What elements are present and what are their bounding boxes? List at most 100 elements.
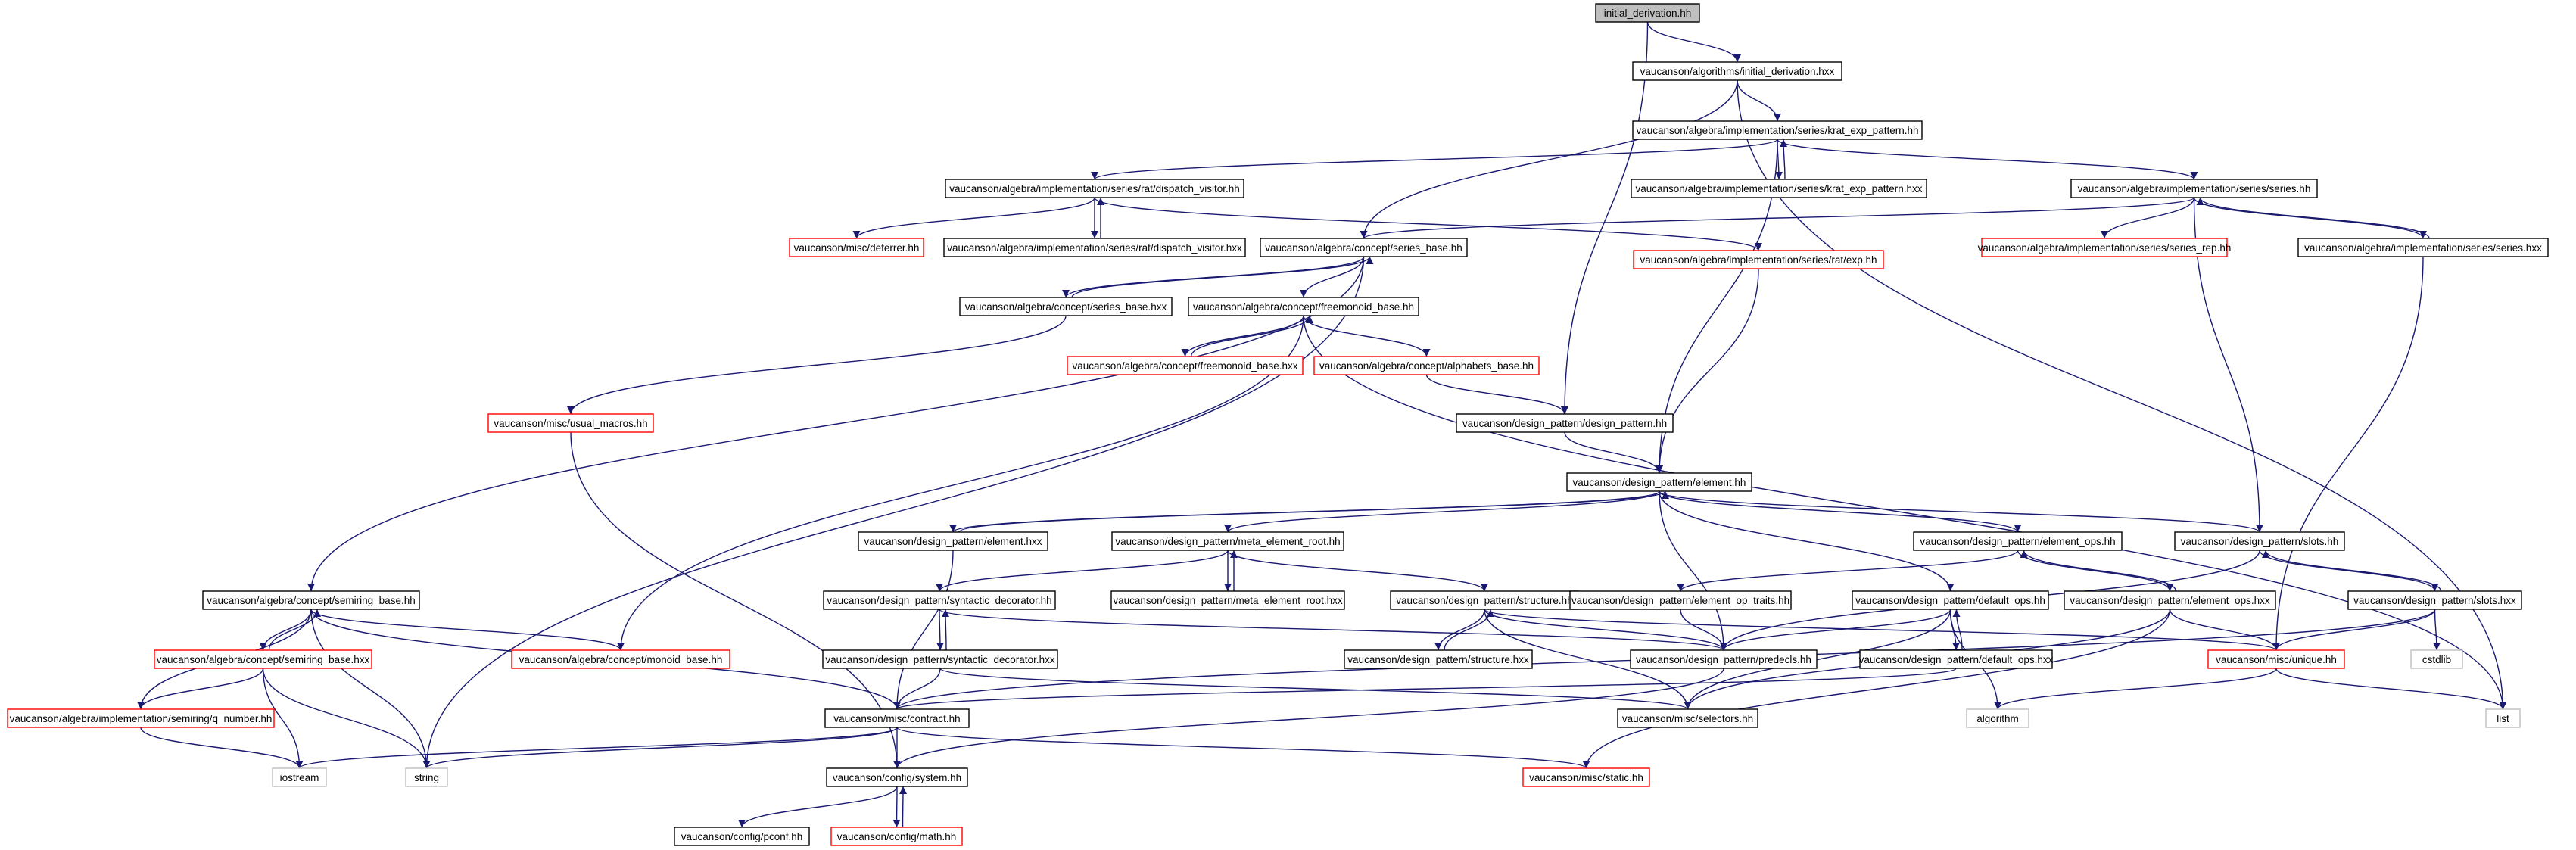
node-series_rep[interactable]: vaucanson/algebra/implementation/series/…	[1978, 238, 2232, 257]
node-contract[interactable]: vaucanson/misc/contract.hh	[824, 708, 970, 728]
node-freemonoid_hh[interactable]: vaucanson/algebra/concept/freemonoid_bas…	[1188, 297, 1419, 316]
node-default_ops_hxx[interactable]: vaucanson/design_pattern/default_ops.hxx	[1859, 649, 2054, 669]
node-label: vaucanson/design_pattern/element_ops.hh	[1920, 536, 2115, 547]
node-box	[1260, 238, 1468, 257]
node-label: vaucanson/config/system.hh	[833, 772, 961, 783]
node-cstdlib: cstdlib	[2410, 649, 2463, 669]
node-box	[1111, 531, 1344, 551]
node-series_impl_hxx[interactable]: vaucanson/algebra/implementation/series/…	[2297, 238, 2549, 257]
edge-semiring_hh-to-semiring_hxx	[259, 609, 312, 651]
node-label: vaucanson/algebra/concept/series_base.hx…	[965, 301, 1167, 313]
node-box	[959, 297, 1173, 316]
node-deferrer[interactable]: vaucanson/misc/deferrer.hh	[789, 238, 924, 257]
edge-freemonoid_hh-to-monoid_base	[617, 315, 1304, 651]
node-label: vaucanson/algebra/concept/freemonoid_bas…	[1193, 301, 1414, 313]
node-pconf[interactable]: vaucanson/config/pconf.hh	[674, 827, 810, 846]
node-box	[1456, 413, 1674, 433]
node-element_ops_hxx[interactable]: vaucanson/design_pattern/element_ops.hxx	[2064, 590, 2276, 610]
node-alg_id_hxx[interactable]: vaucanson/algorithms/initial_derivation.…	[1632, 61, 1842, 81]
edge-semiring_hh-to-monoid_base	[310, 609, 625, 651]
node-syntactic_hxx[interactable]: vaucanson/design_pattern/syntactic_decor…	[822, 649, 1058, 669]
node-label: vaucanson/algebra/implementation/series/…	[1640, 254, 1877, 266]
node-semiring_hh[interactable]: vaucanson/algebra/concept/semiring_base.…	[202, 590, 420, 610]
node-static[interactable]: vaucanson/misc/static.hh	[1522, 767, 1650, 787]
edge-contract-to-string	[422, 727, 898, 769]
node-box	[2347, 590, 2522, 610]
node-box	[202, 590, 420, 610]
node-root[interactable]: initial_derivation.hh	[1595, 3, 1700, 23]
node-label: initial_derivation.hh	[1604, 8, 1692, 19]
node-label: vaucanson/algebra/implementation/series/…	[1637, 125, 1919, 136]
node-math[interactable]: vaucanson/config/math.hh	[830, 827, 963, 846]
node-element_ops_hh[interactable]: vaucanson/design_pattern/element_ops.hh	[1913, 531, 2123, 551]
edge-semiring_hxx-to-q_number	[137, 668, 264, 710]
node-system[interactable]: vaucanson/config/system.hh	[826, 767, 968, 787]
node-label: vaucanson/config/pconf.hh	[681, 831, 803, 842]
edge-op_traits-to-predecls	[1680, 609, 1727, 651]
node-string: string	[405, 767, 448, 787]
node-box	[1188, 297, 1419, 316]
edge-structure_hxx-to-structure_hh	[1444, 609, 1494, 651]
node-structure_hh[interactable]: vaucanson/design_pattern/structure.hh	[1390, 590, 1579, 610]
node-label: vaucanson/algebra/implementation/series/…	[947, 242, 1242, 254]
node-slots_hh[interactable]: vaucanson/design_pattern/slots.hh	[2174, 531, 2345, 551]
node-box	[1569, 590, 1792, 610]
edge-predecls-to-system	[893, 668, 1724, 769]
node-krat_hh[interactable]: vaucanson/algebra/implementation/series/…	[1632, 120, 1923, 140]
node-predecls[interactable]: vaucanson/design_pattern/predecls.hh	[1630, 649, 1818, 669]
node-label: vaucanson/design_pattern/syntactic_decor…	[825, 654, 1054, 665]
node-rat_exp[interactable]: vaucanson/algebra/implementation/series/…	[1633, 250, 1884, 269]
node-op_traits[interactable]: vaucanson/design_pattern/element_op_trai…	[1569, 590, 1792, 610]
node-label: iostream	[280, 772, 319, 783]
node-unique[interactable]: vaucanson/misc/unique.hh	[2207, 649, 2345, 669]
node-design_pattern_hh[interactable]: vaucanson/design_pattern/design_pattern.…	[1456, 413, 1674, 433]
edge-series_base_hh-to-freemonoid_hh	[1300, 256, 1365, 298]
node-meta_root_hxx[interactable]: vaucanson/design_pattern/meta_element_ro…	[1110, 590, 1345, 610]
node-q_number[interactable]: vaucanson/algebra/implementation/semirin…	[7, 708, 275, 728]
node-label: string	[414, 772, 439, 783]
node-label: vaucanson/algebra/concept/freemonoid_bas…	[1073, 360, 1298, 372]
node-syntactic_hh[interactable]: vaucanson/design_pattern/syntactic_decor…	[823, 590, 1056, 610]
node-semiring_hxx[interactable]: vaucanson/algebra/concept/semiring_base.…	[154, 649, 372, 669]
node-meta_root_hh[interactable]: vaucanson/design_pattern/meta_element_ro…	[1111, 531, 1344, 551]
edge-slots_hxx-to-cstdlib	[2432, 609, 2441, 651]
edge-design_pattern_hh-to-element_hh	[1564, 431, 1663, 474]
node-label: cstdlib	[2422, 654, 2451, 665]
node-series_base_hxx[interactable]: vaucanson/algebra/concept/series_base.hx…	[959, 297, 1173, 316]
edge-element_hh-to-element_ops_hh	[1659, 490, 2022, 533]
edge-series_base_hxx-to-series_base_hh	[1071, 256, 1374, 298]
node-dispatch_hxx[interactable]: vaucanson/algebra/implementation/series/…	[943, 238, 1246, 257]
node-freemonoid_hxx[interactable]: vaucanson/algebra/concept/freemonoid_bas…	[1067, 356, 1304, 375]
node-usual_macros[interactable]: vaucanson/misc/usual_macros.hh	[487, 413, 654, 433]
edge-default_ops_hh-to-selectors	[1684, 609, 1951, 710]
node-structure_hxx[interactable]: vaucanson/design_pattern/structure.hxx	[1344, 649, 1533, 669]
node-monoid_base[interactable]: vaucanson/algebra/concept/monoid_base.hh	[511, 649, 730, 669]
node-label: vaucanson/algebra/implementation/semirin…	[10, 713, 273, 724]
edge-series_impl_hh-to-series_rep	[2101, 197, 2195, 239]
nodes-layer: initial_derivation.hh vaucanson/algorithm…	[7, 3, 2549, 846]
node-series_impl_hh[interactable]: vaucanson/algebra/implementation/series/…	[2070, 179, 2318, 198]
node-krat_hxx[interactable]: vaucanson/algebra/implementation/series/…	[1631, 179, 1927, 198]
node-label: vaucanson/algebra/concept/semiring_base.…	[157, 654, 370, 665]
node-slots_hxx[interactable]: vaucanson/design_pattern/slots.hxx	[2347, 590, 2522, 610]
node-series_base_hh[interactable]: vaucanson/algebra/concept/series_base.hh	[1260, 238, 1468, 257]
node-box	[674, 827, 810, 846]
node-box	[1966, 708, 2029, 728]
node-alphabets[interactable]: vaucanson/algebra/concept/alphabets_base…	[1313, 356, 1540, 375]
node-element_hxx[interactable]: vaucanson/design_pattern/element.hxx	[858, 531, 1048, 551]
edge-semiring_hxx-to-iostream	[262, 668, 304, 769]
node-selectors[interactable]: vaucanson/misc/selectors.hh	[1617, 708, 1758, 728]
node-element_hh[interactable]: vaucanson/design_pattern/element.hh	[1566, 472, 1752, 492]
edge-q_number-to-iostream	[140, 727, 304, 769]
node-default_ops_hh[interactable]: vaucanson/design_pattern/default_ops.hh	[1852, 590, 2049, 610]
edge-series_impl_hxx-to-unique	[2272, 256, 2424, 651]
edge-krat_hh-to-dispatch_hh	[1091, 139, 1778, 180]
edge-slots_hxx-to-unique	[2272, 609, 2436, 651]
node-label: vaucanson/misc/usual_macros.hh	[494, 418, 647, 429]
edge-krat_hh-to-series_impl_hh	[1777, 139, 2198, 180]
node-box	[858, 531, 1048, 551]
edge-series_impl_hh-to-series_base_hh	[1360, 197, 2195, 239]
node-dispatch_hh[interactable]: vaucanson/algebra/implementation/series/…	[945, 179, 1244, 198]
edge-element_ops_hh-to-element_ops_hxx	[2017, 550, 2174, 592]
node-box	[2485, 708, 2521, 728]
